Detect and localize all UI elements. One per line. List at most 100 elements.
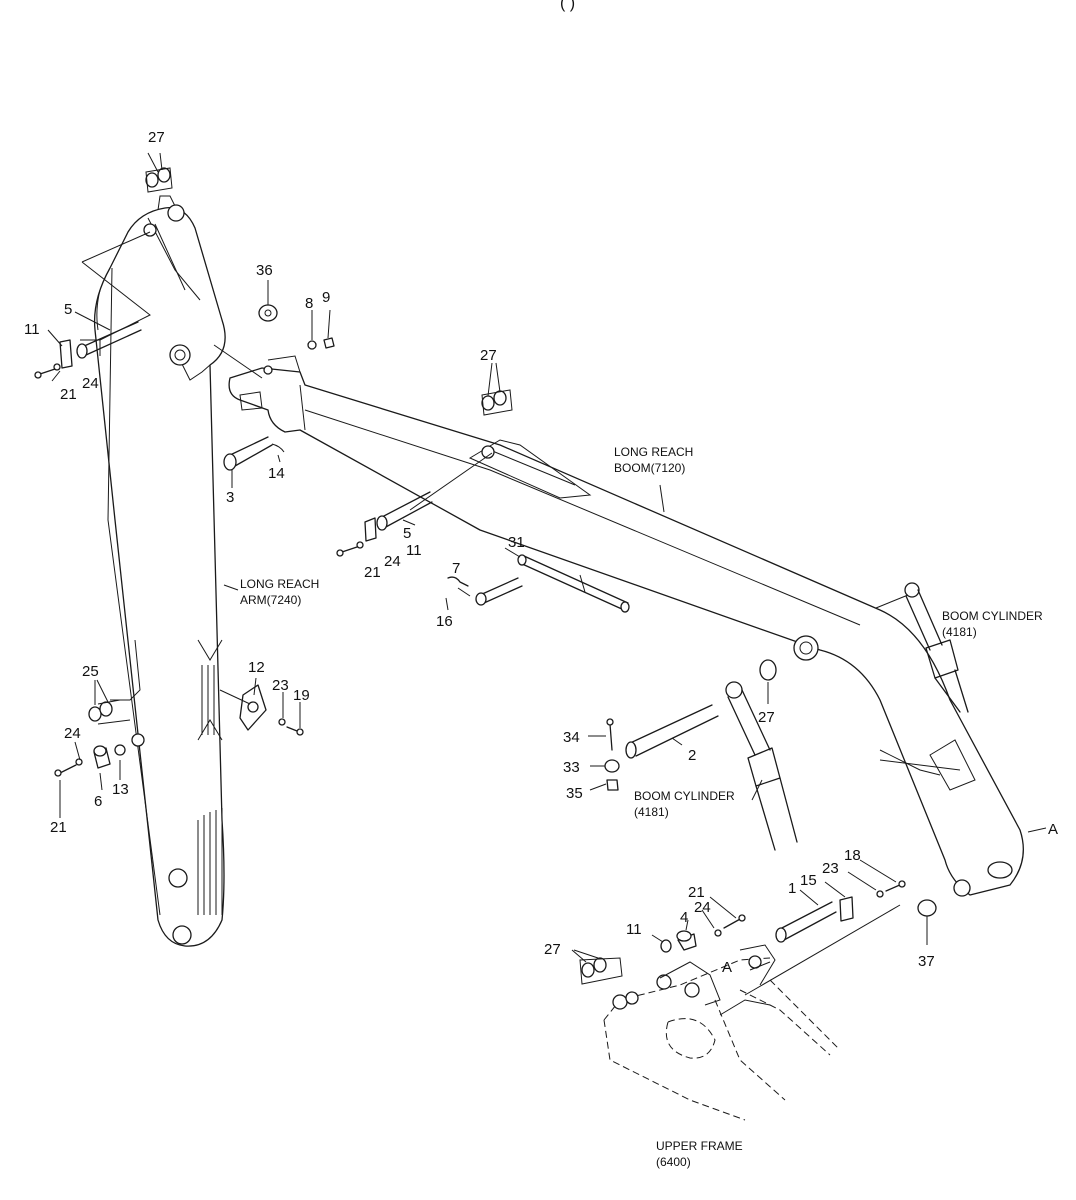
washer-13 bbox=[114, 744, 126, 756]
callout-37: 37 bbox=[918, 953, 935, 970]
callout-19: 19 bbox=[293, 687, 310, 704]
plate-15 bbox=[839, 896, 854, 922]
callout-14: 14 bbox=[268, 465, 285, 482]
bolt-21-frame bbox=[723, 914, 746, 929]
boom-cylinder-center bbox=[725, 681, 798, 851]
collar-33 bbox=[604, 759, 620, 773]
callout-11-arm: 11 bbox=[24, 321, 40, 338]
boom-cylinder-right bbox=[904, 582, 969, 713]
callout-15: 15 bbox=[800, 872, 817, 889]
callout-9: 9 bbox=[322, 289, 330, 306]
callout-24-frame: 24 bbox=[694, 899, 711, 916]
clipped-title-fragment: ( ) bbox=[560, 0, 575, 12]
washer-23-frame bbox=[876, 890, 884, 898]
leader-lines bbox=[47, 152, 1047, 971]
washer-37 bbox=[917, 899, 937, 917]
label-boom-cylinder-center: BOOM CYLINDER (4181) bbox=[634, 789, 735, 819]
callout-7: 7 bbox=[452, 560, 460, 577]
reference-mark-a-right: A bbox=[1048, 821, 1058, 838]
washer-24-frame bbox=[714, 929, 722, 937]
callout-5-arm: 5 bbox=[64, 301, 72, 318]
callout-24-arm: 24 bbox=[82, 375, 99, 392]
label-long-reach-boom: LONG REACH BOOM(7120) bbox=[614, 445, 693, 475]
washer-23-arm bbox=[278, 718, 286, 726]
bolt-19 bbox=[286, 726, 304, 736]
callout-35: 35 bbox=[566, 785, 583, 802]
callout-16: 16 bbox=[436, 613, 453, 630]
label-boom-cylinder-right: BOOM CYLINDER (4181) bbox=[942, 609, 1043, 639]
boom-bolt-21 bbox=[336, 541, 364, 557]
callout-21-arm-low: 21 bbox=[50, 819, 67, 836]
callout-21-boom: 21 bbox=[364, 564, 381, 581]
pin-1 bbox=[775, 901, 837, 943]
callout-27-arm-top: 27 bbox=[148, 129, 165, 146]
plate-12 bbox=[239, 684, 267, 731]
reference-mark-a-bottom: A bbox=[722, 959, 732, 976]
arm-top-plate-11 bbox=[59, 339, 73, 369]
upper-frame bbox=[603, 904, 901, 1121]
callout-33: 33 bbox=[563, 759, 580, 776]
svg-text:BOOM CYLINDER: BOOM CYLINDER bbox=[634, 789, 735, 803]
long-reach-arm bbox=[93, 195, 226, 947]
callout-24-boom: 24 bbox=[384, 553, 401, 570]
washers-27-arm-top bbox=[145, 167, 173, 193]
callout-24-arm-low: 24 bbox=[64, 725, 81, 742]
svg-text:LONG REACH: LONG REACH bbox=[240, 577, 319, 591]
svg-text:(6400): (6400) bbox=[656, 1155, 691, 1169]
boom-pin-5 bbox=[376, 491, 433, 531]
pin-7 bbox=[475, 577, 523, 606]
callout-21-arm: 21 bbox=[60, 386, 77, 403]
callout-27-boom-top: 27 bbox=[480, 347, 497, 364]
callout-4: 4 bbox=[680, 909, 688, 926]
arm-top-bolt-21 bbox=[34, 363, 61, 379]
callout-1: 1 bbox=[788, 880, 796, 897]
callout-25: 25 bbox=[82, 663, 99, 680]
callout-12: 12 bbox=[248, 659, 265, 676]
svg-text:UPPER FRAME: UPPER FRAME bbox=[656, 1139, 743, 1153]
bolt-18 bbox=[885, 880, 906, 892]
callout-18: 18 bbox=[844, 847, 861, 864]
clip-16 bbox=[447, 576, 469, 587]
long-reach-boom bbox=[228, 355, 1024, 897]
label-long-reach-arm: LONG REACH ARM(7240) bbox=[240, 577, 319, 607]
callout-13: 13 bbox=[112, 781, 129, 798]
svg-text:BOOM(7120): BOOM(7120) bbox=[614, 461, 685, 475]
washer-11-frame bbox=[660, 939, 672, 953]
nut-35 bbox=[606, 779, 619, 791]
callout-36: 36 bbox=[256, 262, 273, 279]
arm-boom-link-pin-3 bbox=[223, 436, 285, 471]
callout-23-frame: 23 bbox=[822, 860, 839, 877]
callout-6: 6 bbox=[94, 793, 102, 810]
washers-25 bbox=[88, 699, 131, 725]
callout-11-boom: 11 bbox=[406, 542, 422, 559]
svg-text:(4181): (4181) bbox=[634, 805, 669, 819]
label-upper-frame: UPPER FRAME (6400) bbox=[656, 1139, 743, 1169]
callout-27-frame: 27 bbox=[544, 941, 561, 958]
washer-8 bbox=[307, 340, 317, 350]
callout-23-arm: 23 bbox=[272, 677, 289, 694]
svg-text:(4181): (4181) bbox=[942, 625, 977, 639]
callout-8: 8 bbox=[305, 295, 313, 312]
svg-text:LONG REACH: LONG REACH bbox=[614, 445, 693, 459]
nut-9 bbox=[323, 337, 335, 349]
arm-top-pin-5 bbox=[76, 321, 142, 359]
pin-6 bbox=[93, 745, 111, 769]
callout-5-boom: 5 bbox=[403, 525, 411, 542]
pin-2 bbox=[625, 704, 719, 759]
rod-31 bbox=[517, 554, 630, 613]
bolt-34 bbox=[606, 718, 614, 751]
callout-3: 3 bbox=[226, 489, 234, 506]
washer-27-boom-mid bbox=[759, 659, 777, 681]
callout-numbers: 27 5 11 24 21 36 8 9 3 14 27 5 11 24 21 … bbox=[24, 129, 935, 970]
callout-34: 34 bbox=[563, 729, 580, 746]
bolt-21-arm-low bbox=[54, 758, 83, 777]
washers-27-boom-top bbox=[481, 389, 513, 416]
washers-27-frame bbox=[579, 957, 623, 985]
callout-2: 2 bbox=[688, 747, 696, 764]
washer-36 bbox=[258, 304, 278, 322]
pin-4 bbox=[676, 930, 697, 951]
svg-text:ARM(7240): ARM(7240) bbox=[240, 593, 301, 607]
svg-text:BOOM CYLINDER: BOOM CYLINDER bbox=[942, 609, 1043, 623]
